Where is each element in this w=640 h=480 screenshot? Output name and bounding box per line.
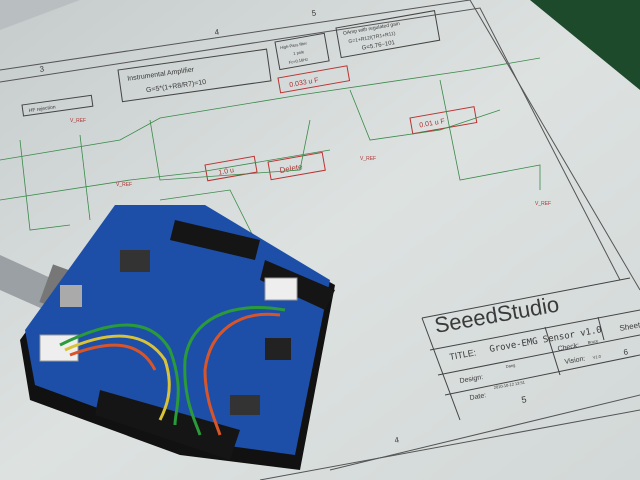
header-bottom <box>95 390 240 460</box>
hf-rejection-block: HF rejection <box>21 94 94 117</box>
check-label: Check: <box>557 342 580 353</box>
jack-socket <box>60 285 82 307</box>
sheet-label: Sheet <box>619 320 640 333</box>
jack-socket <box>265 338 291 360</box>
sheet-value: 6 <box>623 347 629 357</box>
wire-orange <box>203 312 281 436</box>
date-value: 2010-10-12 13:51 <box>493 379 526 390</box>
title-block <box>421 277 640 421</box>
arduino-shield <box>20 205 335 470</box>
hpf-title: High-Pass filter <box>280 40 308 50</box>
page-number: 5 <box>521 394 528 405</box>
hpf-block: High-Pass filter 1 pole Fc=0.16Hz <box>274 32 330 71</box>
opamp-range: G=5.76~101 <box>361 40 396 52</box>
vision-value: V1.0 <box>592 353 602 359</box>
grove-connector <box>264 277 298 301</box>
paper-stack <box>0 0 80 30</box>
vref-label: V_REF <box>116 182 132 188</box>
zone-number: 4 <box>214 27 220 37</box>
cap-value: 1.0 u <box>218 167 235 177</box>
vision-label: Vision: <box>564 355 586 366</box>
wire-green <box>183 305 286 436</box>
schematic-wires <box>0 57 541 251</box>
cutting-mat <box>530 0 640 90</box>
vref-label: V_REF <box>70 118 86 124</box>
hpf-pole: 1 pole <box>293 49 305 56</box>
zone-number: 4 <box>394 435 400 445</box>
delete-annotation: Delete <box>267 151 326 181</box>
hf-rejection-label: HF rejection <box>28 104 56 114</box>
title-label: TITLE: <box>449 347 477 362</box>
wire-orange <box>69 343 157 371</box>
chip <box>120 250 150 272</box>
hpf-freq: Fc=0.16Hz <box>288 57 308 65</box>
zone-number: 3 <box>39 64 45 74</box>
vref-labels: V_REF V_REF V_REF V_REF <box>70 118 551 207</box>
usb-cable <box>0 255 55 310</box>
design-value: Dang <box>505 362 515 369</box>
delete-label: Delete <box>279 162 304 175</box>
date-label: Date: <box>469 392 487 402</box>
check-value: Bruce <box>587 338 599 345</box>
cap-annotation: 1.0 u <box>204 155 258 182</box>
wire-yellow <box>64 334 171 421</box>
cap-value: 0.01 u F <box>419 118 446 129</box>
vref-label: V_REF <box>360 156 376 162</box>
zone-number: 5 <box>311 8 317 18</box>
chip <box>230 395 260 415</box>
wire-green <box>59 323 180 426</box>
vref-label: V_REF <box>535 201 551 207</box>
design-label: Design: <box>459 374 484 385</box>
header-top <box>170 220 260 260</box>
